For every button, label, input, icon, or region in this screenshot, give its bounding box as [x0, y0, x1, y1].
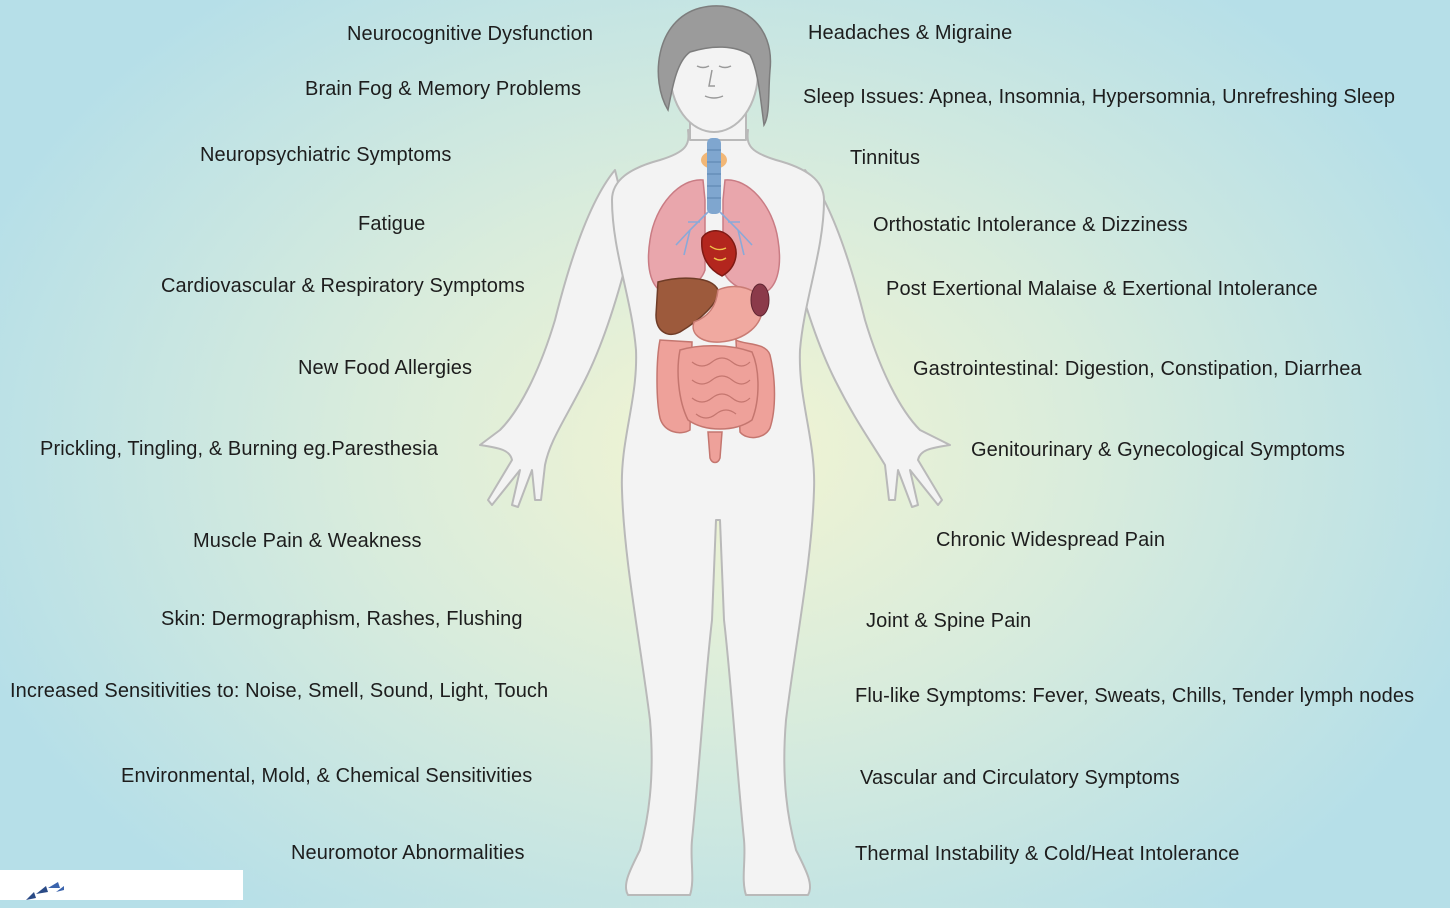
logo-box: [0, 870, 243, 900]
symptom-label-left: Prickling, Tingling, & Burning eg.Parest…: [40, 437, 438, 461]
symptom-label-right: Chronic Widespread Pain: [936, 528, 1165, 552]
symptom-label-left: New Food Allergies: [298, 356, 472, 380]
symptom-label-left: Skin: Dermographism, Rashes, Flushing: [161, 607, 523, 631]
human-body-icon: [470, 0, 970, 900]
symptom-label-right: Genitourinary & Gynecological Symptoms: [971, 438, 1345, 462]
logo-icon: [20, 878, 80, 908]
symptom-label-left: Increased Sensitivities to: Noise, Smell…: [10, 679, 548, 703]
symptom-label-left: Muscle Pain & Weakness: [193, 529, 422, 553]
trachea-icon: [707, 138, 721, 214]
symptom-label-left: Fatigue: [358, 212, 425, 236]
symptom-label-left: Neuropsychiatric Symptoms: [200, 143, 451, 167]
symptom-label-right: Gastrointestinal: Digestion, Constipatio…: [913, 357, 1362, 381]
